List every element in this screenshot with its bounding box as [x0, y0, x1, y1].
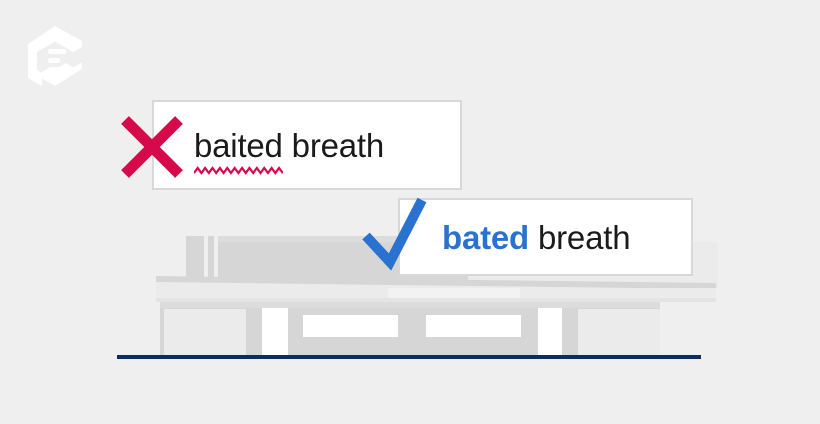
- correct-phrase-card: bated breath: [398, 198, 693, 276]
- building-mid-band: [156, 288, 716, 302]
- correct-phrase-suffix: breath: [529, 218, 631, 256]
- ground-line: [117, 355, 701, 359]
- hexagon-e-logo-icon: [28, 26, 82, 86]
- building-canopy: [156, 276, 716, 300]
- correct-word: bated: [442, 218, 530, 256]
- building-ground-floor: [160, 302, 660, 355]
- brand-logo: [26, 26, 84, 86]
- incorrect-phrase-card: baited breath: [152, 100, 462, 190]
- incorrect-phrase-suffix: breath: [282, 126, 385, 164]
- incorrect-phrase: baited breath: [194, 126, 385, 175]
- misspelled-word: baited: [194, 126, 283, 175]
- correct-phrase: bated breath: [442, 218, 631, 256]
- check-mark-icon: [362, 197, 427, 271]
- misspelled-word-text: baited: [194, 126, 283, 164]
- x-mark-icon: [121, 116, 183, 178]
- red-squiggly-underline-icon: [194, 165, 283, 175]
